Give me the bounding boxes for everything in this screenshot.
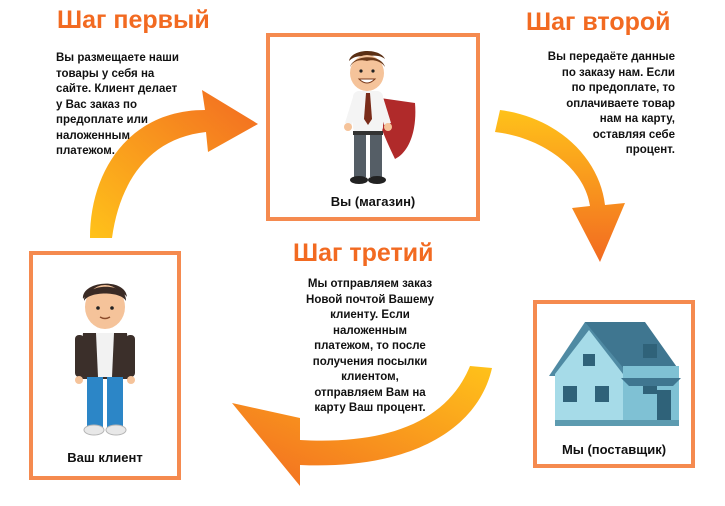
step-2-text: Вы передаёте данные по заказу нам. Если … xyxy=(547,51,675,156)
supplier-box: Мы (поставщик) xyxy=(533,300,695,468)
house-icon xyxy=(549,322,681,426)
arrow-client-to-shop xyxy=(90,90,258,238)
arrow-supplier-to-client xyxy=(232,366,492,486)
step-1-title: Шаг первый xyxy=(57,6,210,34)
arrow-shop-to-supplier xyxy=(495,110,625,262)
client-label: Ваш клиент xyxy=(67,450,143,465)
businessman-with-cape-icon xyxy=(344,50,416,184)
step-1-text: Вы размещаете наши товары у себя на сайт… xyxy=(56,52,179,157)
step-2-title: Шаг второй xyxy=(526,8,671,36)
shop-label: Вы (магазин) xyxy=(330,194,416,209)
step-3-text: Мы отправляем заказ Новой почтой Вашему … xyxy=(306,278,434,414)
customer-person-icon xyxy=(75,283,135,436)
shop-box: Вы (магазин) xyxy=(266,33,480,221)
supplier-label: Мы (поставщик) xyxy=(561,442,667,457)
step-3-title: Шаг третий xyxy=(293,239,434,267)
client-box: Ваш клиент xyxy=(29,251,181,480)
